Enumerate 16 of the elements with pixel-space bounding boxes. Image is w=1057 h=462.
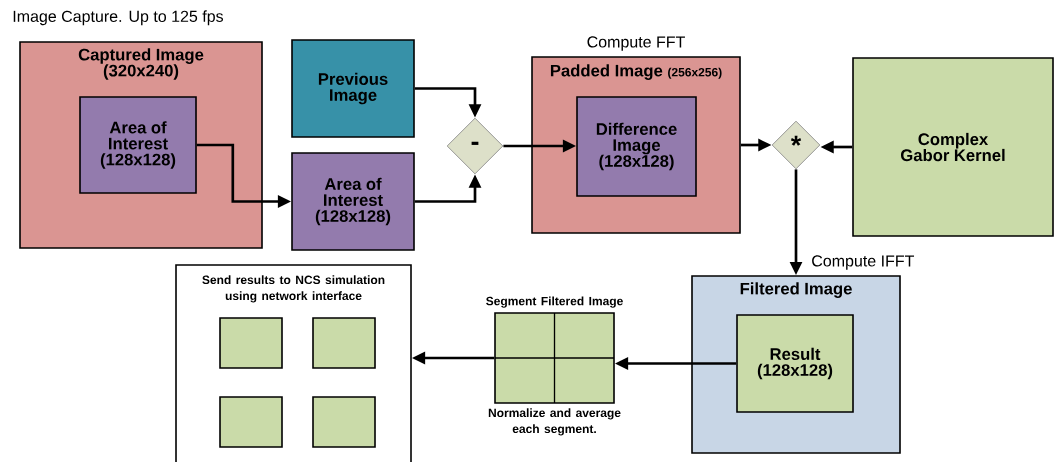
kernel-box: Complex Gabor Kernel	[852, 57, 1054, 237]
image-box: Previous Image	[291, 39, 415, 138]
node-label: Segment Filtered Image	[486, 296, 623, 308]
region-box: Area of Interest (128x128)	[79, 96, 197, 194]
caption-text: Compute FFT	[587, 36, 685, 51]
segment-box	[312, 396, 376, 448]
caption-text: Normalize and average each segment.	[488, 408, 621, 436]
image-box: Difference Image (128x128)	[576, 96, 697, 197]
segment-box	[312, 317, 376, 369]
segment-grid: Segment Filtered Image	[486, 296, 623, 404]
segment-box	[219, 317, 283, 369]
segment-box	[219, 396, 283, 448]
caption-text: Compute IFFT	[812, 255, 915, 270]
region-box: Area of Interest (128x128)	[291, 152, 415, 251]
result-box: Result (128x128)	[736, 314, 854, 413]
caption-text: Image Capture. Up to 125 fps	[13, 10, 224, 26]
